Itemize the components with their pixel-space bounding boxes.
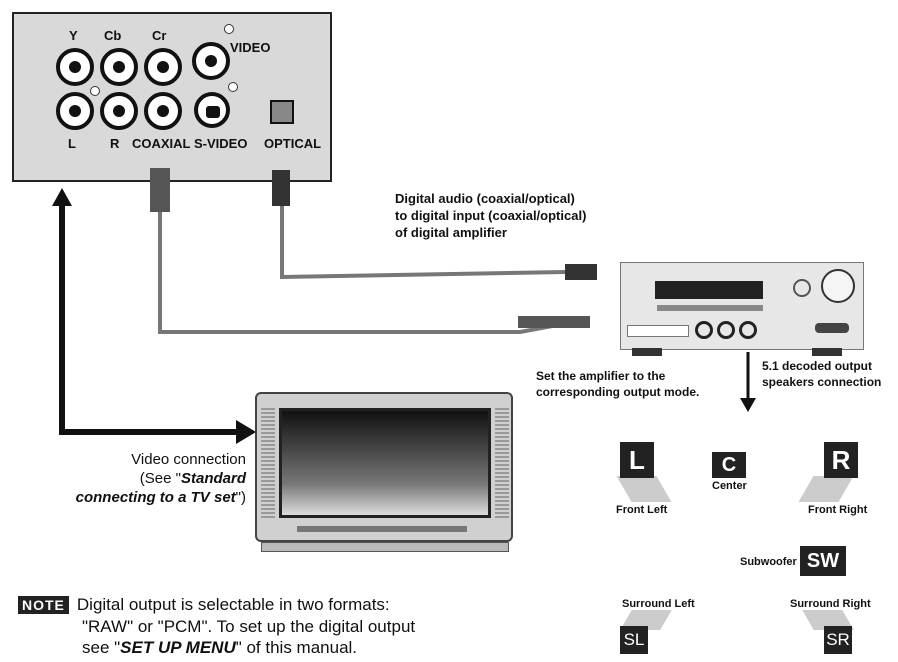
digital-amplifier: [620, 262, 864, 350]
note-text: see ": [82, 638, 121, 657]
amp-volume-knob[interactable]: [821, 269, 855, 303]
speaker-caption: 5.1 decoded output speakers connection: [762, 358, 881, 390]
amp-foot: [812, 348, 842, 356]
label-cb: Cb: [104, 28, 122, 43]
jack-video[interactable]: [192, 42, 230, 80]
caption-line: 5.1 decoded output: [762, 359, 873, 373]
speaker-label-surround-right: Surround Right: [790, 598, 871, 610]
amp-small-knob[interactable]: [793, 279, 811, 297]
label-svideo: S-VIDEO: [194, 136, 248, 151]
optical-plug: [272, 170, 290, 206]
optical-plug-amp: [565, 264, 597, 280]
note-line: NOTE Digital output is selectable in two …: [18, 594, 608, 616]
speaker-surround-left: SL: [620, 626, 648, 654]
speaker-front-left: L: [620, 442, 654, 478]
jack-y[interactable]: [56, 48, 94, 86]
coaxial-plug-amp: [518, 316, 590, 328]
jack-optical[interactable]: [270, 100, 294, 124]
jack-l[interactable]: [56, 92, 94, 130]
jack-svideo[interactable]: [194, 92, 230, 128]
amp-strip: [657, 305, 763, 311]
video-arrow-head-up: [52, 188, 72, 206]
speaker-shadow: [616, 476, 672, 502]
note-line: see "SET UP MENU" of this manual.: [18, 637, 608, 658]
caption-line: Set the amplifier to the: [536, 369, 666, 383]
speaker-layout: L Front Left C Center R Front Right Subw…: [612, 428, 882, 656]
speaker-subwoofer: SW: [800, 546, 846, 576]
speaker-label-front-right: Front Right: [808, 504, 868, 516]
label-y: Y: [69, 28, 78, 43]
jack-cb[interactable]: [100, 48, 138, 86]
amp-jacks: [815, 323, 849, 333]
optical-cable: [280, 205, 566, 280]
caption-line: Digital audio (coaxial/optical): [395, 191, 575, 206]
amp-tray: [627, 325, 689, 337]
caption-line: to digital input (coaxial/optical): [395, 208, 587, 223]
speaker-surround-right: SR: [824, 626, 852, 654]
caption-line: connecting to a TV set"): [10, 488, 246, 507]
caption-emphasis: connecting to a TV set: [75, 489, 236, 506]
dvd-back-panel: Y Cb Cr VIDEO L R COAXIAL S-VIDEO OPTICA…: [12, 12, 332, 182]
tv-speaker-grille: [261, 408, 275, 518]
speaker-center: C: [712, 452, 746, 478]
note-text: " of this manual.: [235, 638, 358, 657]
jack-coaxial[interactable]: [144, 92, 182, 130]
jack-cr[interactable]: [144, 48, 182, 86]
amplifier-caption: Set the amplifier to the corresponding o…: [536, 368, 699, 400]
video-connection-caption: Video connection (See "Standard connecti…: [10, 450, 246, 507]
caption-emphasis: Standard: [180, 470, 246, 487]
caption-text: (See ": [139, 470, 181, 487]
indicator-dot: [224, 24, 234, 34]
indicator-dot: [90, 86, 100, 96]
speaker-front-right: R: [824, 442, 858, 478]
amp-knob[interactable]: [695, 321, 713, 339]
speaker-label-center: Center: [712, 480, 747, 492]
tv-body: [255, 392, 513, 542]
caption-line: (See "Standard: [10, 469, 246, 488]
amp-knob[interactable]: [739, 321, 757, 339]
speaker-label-subwoofer: Subwoofer: [740, 556, 797, 568]
tv-set: [255, 392, 513, 552]
note-block: NOTE Digital output is selectable in two …: [18, 594, 608, 662]
note-text: Digital output is selectable in two form…: [76, 595, 390, 614]
amp-display: [655, 281, 763, 299]
digital-audio-caption: Digital audio (coaxial/optical) to digit…: [395, 190, 586, 241]
note-line: "RAW" or "PCM". To set up the digital ou…: [82, 617, 416, 636]
speaker-label-surround-left: Surround Left: [622, 598, 695, 610]
video-arrow-line: [59, 196, 238, 435]
speaker-arrow-head: [740, 398, 756, 412]
label-video: VIDEO: [230, 40, 271, 55]
indicator-dot: [228, 82, 238, 92]
amp-foot: [632, 348, 662, 356]
caption-line: speakers connection: [762, 375, 882, 389]
label-r: R: [110, 136, 120, 151]
note-emphasis: SET UP MENU: [120, 638, 236, 657]
tv-control-strip: [297, 526, 467, 532]
label-l: L: [68, 136, 76, 151]
label-optical: OPTICAL: [264, 136, 322, 151]
jack-r[interactable]: [100, 92, 138, 130]
amp-knob[interactable]: [717, 321, 735, 339]
caption-text: "): [235, 489, 246, 506]
tv-screen: [279, 408, 491, 518]
label-cr: Cr: [152, 28, 167, 43]
tv-speaker-grille: [495, 408, 509, 518]
caption-line: corresponding output mode.: [536, 385, 700, 399]
speaker-label-front-left: Front Left: [616, 504, 668, 516]
label-coaxial: COAXIAL: [132, 136, 191, 151]
video-arrow-head-right: [236, 420, 256, 444]
tv-base: [261, 542, 509, 552]
coaxial-plug: [150, 168, 170, 212]
caption-line: of digital amplifier: [395, 225, 507, 240]
note-badge: NOTE: [18, 596, 69, 614]
caption-line: Video connection: [131, 451, 246, 468]
speaker-shadow: [798, 476, 854, 502]
